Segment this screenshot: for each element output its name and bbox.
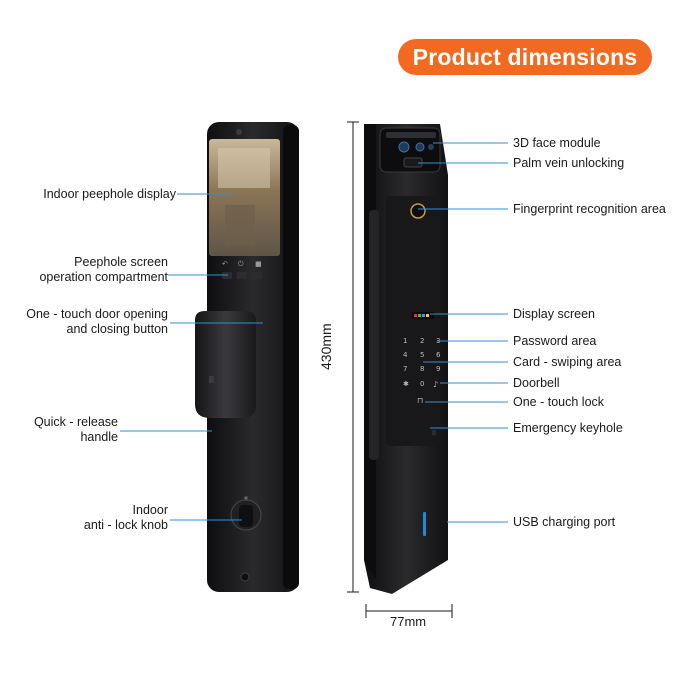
- face-module-strip: [386, 132, 436, 138]
- back-icon: ↶: [222, 260, 228, 268]
- label-one-touch-line1: One - touch door opening: [26, 307, 168, 321]
- label-usb-port: USB charging port: [513, 515, 616, 529]
- label-peephole-ops: Peephole screen operation compartment: [8, 255, 168, 285]
- indoor-lock-unit: ↶ ⏻ ■: [195, 122, 299, 592]
- label-card-area: Card - swiping area: [513, 355, 622, 369]
- key-1: 1: [403, 337, 407, 345]
- dimension-lines: [347, 121, 453, 618]
- label-one-touch-lock: One - touch lock: [513, 395, 605, 409]
- label-knob-line2: anti - lock knob: [83, 518, 168, 532]
- label-anti-lock-knob: Indoor anti - lock knob: [8, 503, 168, 533]
- label-palm-vein: Palm vein unlocking: [513, 156, 625, 170]
- bottom-screw: [240, 572, 250, 582]
- video-icon: ■: [255, 260, 262, 268]
- peephole-camera-dot: [236, 129, 242, 135]
- knob-indicator: [244, 496, 248, 500]
- label-handle-line1: Quick - release: [33, 415, 118, 429]
- label-emergency-keyhole: Emergency keyhole: [513, 421, 623, 435]
- key-7: 7: [403, 365, 407, 373]
- key-2: 2: [420, 337, 424, 345]
- outdoor-front-panel: [386, 196, 440, 446]
- left-leader-lines: [120, 193, 263, 521]
- keypad-star-icon: ✱: [403, 380, 409, 388]
- label-handle-line2: handle: [80, 430, 118, 444]
- label-display-screen: Display screen: [513, 307, 595, 321]
- indoor-lock-edge: [283, 125, 299, 589]
- key-0: 0: [420, 380, 424, 388]
- face-sensor: [428, 144, 434, 150]
- label-one-touch-button: One - touch door opening and closing but…: [8, 307, 168, 337]
- key-6: 6: [436, 351, 441, 359]
- right-leader-lines: [418, 142, 508, 523]
- quick-release-handle: [195, 311, 256, 418]
- anti-lock-knob: [239, 505, 253, 527]
- label-password-area: Password area: [513, 334, 597, 348]
- key-4: 4: [403, 351, 408, 359]
- key-9: 9: [436, 365, 440, 373]
- height-dimension: 430mm: [318, 323, 334, 370]
- display-pixel-blue: [422, 314, 425, 317]
- peephole-screen-scene: [218, 148, 270, 188]
- label-face-module: 3D face module: [513, 136, 601, 150]
- title-badge: Product dimensions: [398, 39, 652, 75]
- label-one-touch-line2: and closing button: [66, 322, 168, 336]
- label-doorbell: Doorbell: [513, 376, 560, 390]
- key-5: 5: [420, 351, 424, 359]
- key-8: 8: [420, 365, 424, 373]
- handle-release-button: [209, 376, 214, 383]
- power-icon: ⏻: [238, 260, 244, 268]
- face-camera-lens-2: [415, 142, 425, 152]
- outdoor-lock-unit: [364, 124, 448, 594]
- emergency-keyhole: [432, 430, 436, 435]
- outdoor-handle-edge: [369, 210, 379, 460]
- face-camera-lens-1: [398, 141, 410, 153]
- label-knob-line1: Indoor: [132, 503, 168, 517]
- screen-button-2: [237, 272, 247, 279]
- label-fingerprint: Fingerprint recognition area: [513, 202, 666, 216]
- label-peephole-ops-line2: operation compartment: [39, 270, 168, 284]
- width-dimension: 77mm: [390, 614, 427, 629]
- doorbell-icon: ♪: [433, 380, 438, 389]
- lock-icon: ⊓: [417, 396, 423, 405]
- page-title: Product dimensions: [412, 43, 638, 70]
- screen-button-3: [252, 272, 262, 279]
- display-pixel-yellow: [426, 314, 429, 317]
- display-pixel-red: [414, 314, 417, 317]
- label-peephole-display: Indoor peephole display: [43, 187, 176, 201]
- label-peephole-ops-line1: Peephole screen: [74, 255, 168, 269]
- fingerprint-sensor: [410, 203, 426, 219]
- usb-indicator: [423, 512, 426, 536]
- peephole-screen-door: [225, 205, 255, 245]
- label-quick-release-handle: Quick - release handle: [8, 415, 118, 445]
- display-pixel-green: [418, 314, 421, 317]
- face-module-housing: [379, 127, 441, 173]
